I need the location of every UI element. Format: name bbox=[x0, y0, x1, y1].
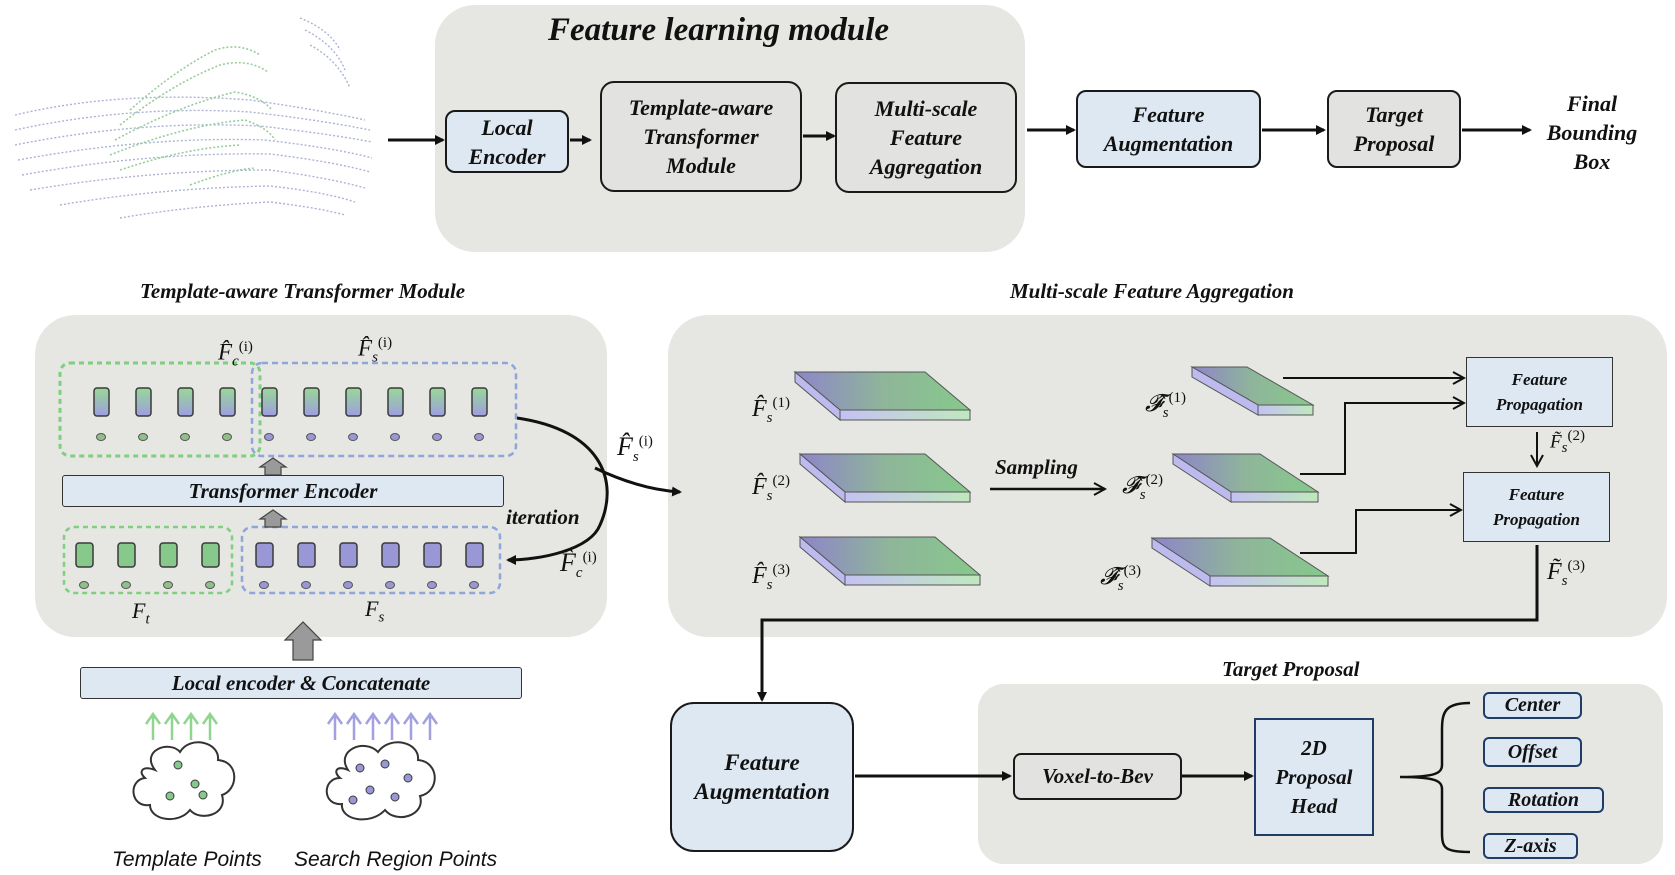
voxel-to-bev-box: Voxel-to-Bev bbox=[1013, 753, 1182, 800]
slab-left-1 bbox=[793, 370, 972, 422]
sampling-label: Sampling bbox=[995, 455, 1078, 479]
fs-hat-3: F̂s(3) bbox=[752, 562, 791, 593]
fs-hat-2: F̂s(2) bbox=[752, 473, 791, 504]
bottom-tokens bbox=[75, 542, 484, 568]
transformer-encoder-bar: Transformer Encoder bbox=[62, 475, 504, 507]
iteration-label: iteration bbox=[506, 505, 580, 529]
feature-propagation-2: Feature Propagation bbox=[1463, 472, 1610, 542]
fs-hat-label: F̂s(i) bbox=[358, 335, 393, 366]
template-cloud bbox=[132, 741, 236, 820]
feature-propagation-1: Feature Propagation bbox=[1466, 357, 1613, 427]
local-encoder-concatenate-bar: Local encoder & Concatenate bbox=[80, 667, 522, 699]
offset-output: Offset bbox=[1483, 737, 1582, 767]
top-tokens bbox=[93, 387, 488, 417]
fcal-2: 𝓕̂s(2) bbox=[1122, 472, 1164, 503]
target-proposal-top-box: Target Proposal bbox=[1327, 90, 1461, 168]
fs-label: Fs bbox=[365, 596, 385, 626]
bottom-token-dots bbox=[79, 581, 479, 589]
feature-learning-title: Feature learning module bbox=[548, 12, 890, 48]
multi-scale-box: Multi-scale Feature Aggregation bbox=[835, 82, 1017, 193]
local-encoder-box: Local Encoder bbox=[445, 110, 569, 173]
slab-left-2 bbox=[798, 452, 972, 504]
fcal-3: 𝓕̂s(3) bbox=[1100, 563, 1142, 594]
slab-left-3 bbox=[798, 535, 982, 587]
proposal-head-box: 2D Proposal Head bbox=[1254, 718, 1374, 836]
slab-right-3 bbox=[1150, 537, 1330, 587]
slab-right-1 bbox=[1190, 366, 1315, 416]
ft-label: Ft bbox=[132, 598, 150, 628]
center-output: Center bbox=[1483, 692, 1582, 719]
fs-i-arrow-label: F̂s(i) bbox=[617, 432, 653, 466]
template-points-label: Template Points bbox=[112, 848, 262, 871]
fc-hat-label: F̂c(i) bbox=[218, 339, 253, 370]
search-region-points-label: Search Region Points bbox=[294, 848, 498, 871]
fs-tilde-3: F̃s(3) bbox=[1547, 558, 1586, 589]
fs-hat-1: F̂s(1) bbox=[752, 395, 791, 426]
fc-i-arrow-label: F̂c(i) bbox=[560, 548, 597, 582]
template-aware-box: Template-aware Transformer Module bbox=[600, 81, 802, 192]
msfa-title: Multi-scale Feature Aggregation bbox=[1010, 279, 1294, 303]
target-proposal-title: Target Proposal bbox=[1222, 657, 1360, 681]
final-bounding-box-label: Final Bounding Box bbox=[1546, 90, 1638, 174]
feature-augmentation-bottom-box: Feature Augmentation bbox=[670, 702, 854, 852]
search-cloud bbox=[325, 741, 436, 821]
feature-augmentation-top-box: Feature Augmentation bbox=[1076, 90, 1261, 168]
tatm-title: Template-aware Transformer Module bbox=[140, 279, 466, 303]
point-cloud-car bbox=[14, 17, 373, 219]
fcal-1: 𝓕̂s(1) bbox=[1145, 390, 1187, 421]
fs-tilde-2: F̃s(2) bbox=[1550, 428, 1585, 457]
slab-right-2 bbox=[1171, 453, 1320, 503]
rotation-output: Rotation bbox=[1483, 787, 1604, 813]
z-axis-output: Z-axis bbox=[1483, 833, 1578, 859]
top-token-dots bbox=[96, 433, 484, 441]
